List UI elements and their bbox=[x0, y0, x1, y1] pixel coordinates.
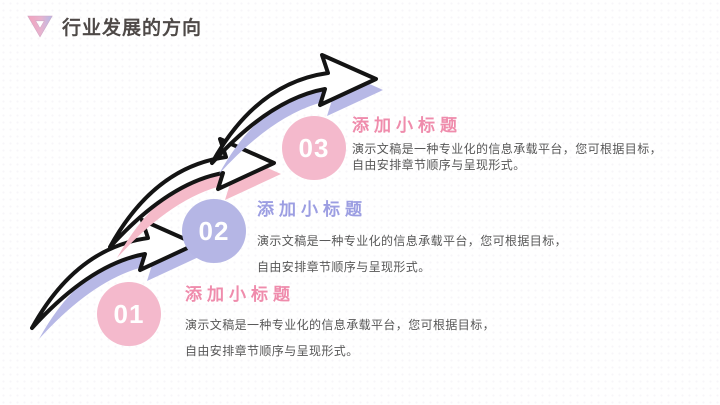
step-title-01: 添加小标题 bbox=[185, 285, 295, 304]
step-number-badge-02: 02 bbox=[182, 199, 246, 263]
step-text-block-01: 添加小标题 演示文稿是一种专业化的信息承载平台，您可根据目标， 自由安排章节顺序… bbox=[185, 284, 495, 364]
step-number-badge-03: 03 bbox=[282, 116, 346, 180]
step-description-03: 演示文稿是一种专业化的信息承载平台，您可根据目标， 自由安排章节顺序与呈现形式。 bbox=[352, 141, 662, 173]
arrow-outline bbox=[30, 218, 198, 330]
step-description-line: 演示文稿是一种专业化的信息承载平台，您可根据目标， bbox=[352, 142, 663, 156]
step-description-line: 自由安排章节顺序与呈现形式。 bbox=[257, 260, 431, 274]
slide-title: 行业发展的方向 bbox=[62, 18, 203, 39]
penrose-triangle-icon bbox=[27, 15, 53, 38]
step-number-badge-01: 01 bbox=[97, 282, 161, 346]
step-description-02: 演示文稿是一种专业化的信息承载平台，您可根据目标， 自由安排章节顺序与呈现形式。 bbox=[257, 228, 567, 280]
step-title-03: 添加小标题 bbox=[352, 116, 462, 135]
slide-header: 行业发展的方向 bbox=[26, 13, 202, 40]
step-description-01: 演示文稿是一种专业化的信息承载平台，您可根据目标， 自由安排章节顺序与呈现形式。 bbox=[185, 312, 495, 364]
step-description-line: 演示文稿是一种专业化的信息承载平台，您可根据目标， bbox=[257, 234, 568, 248]
curved-arrow-bottom bbox=[30, 218, 203, 339]
curved-arrow-top bbox=[210, 53, 383, 174]
step-description-line: 自由安排章节顺序与呈现形式。 bbox=[352, 158, 526, 172]
arrow-outline bbox=[210, 53, 378, 165]
step-description-line: 自由安排章节顺序与呈现形式。 bbox=[185, 344, 359, 358]
step-text-block-03: 添加小标题 演示文稿是一种专业化的信息承载平台，您可根据目标， 自由安排章节顺序… bbox=[352, 115, 662, 173]
step-title-02: 添加小标题 bbox=[257, 200, 367, 219]
step-description-line: 演示文稿是一种专业化的信息承载平台，您可根据目标， bbox=[185, 318, 496, 332]
step-text-block-02: 添加小标题 演示文稿是一种专业化的信息承载平台，您可根据目标， 自由安排章节顺序… bbox=[257, 199, 567, 280]
arrow-outline bbox=[108, 137, 276, 249]
curved-arrow-middle bbox=[108, 137, 281, 258]
